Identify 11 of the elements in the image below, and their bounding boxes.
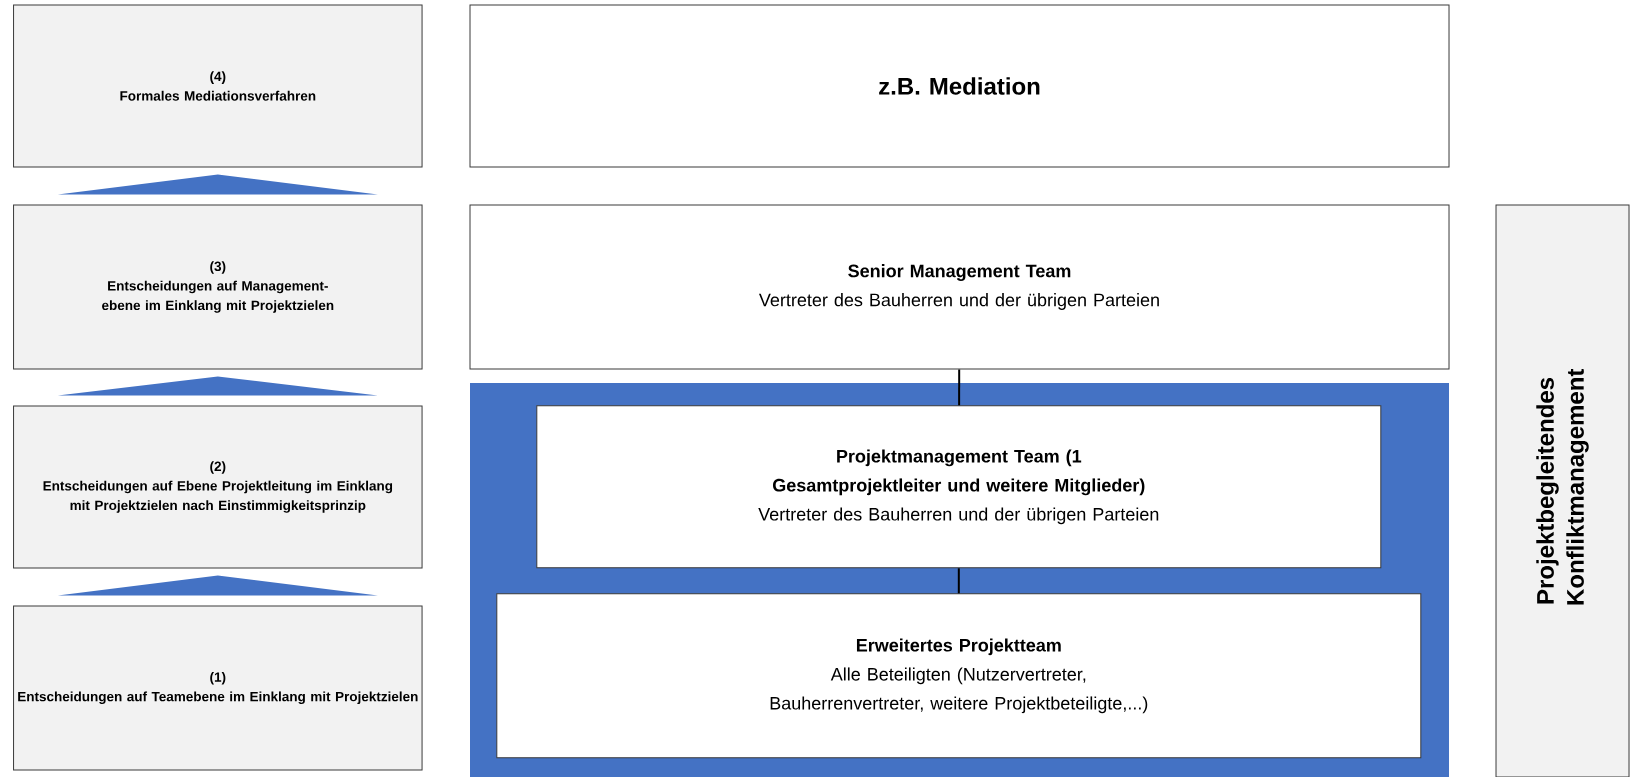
connector-line [957,567,960,595]
process-box: z.B. Mediation [469,4,1450,168]
connector-line [958,368,961,407]
side-box: Projektbegleitendes Konfliktmanagement [1495,204,1630,777]
level-box: (2) Entscheidungen auf Ebene Projektleitung im Einklang mit Projektzielen nach Einstimmigkeitsprinzip [13,405,423,569]
team-box: Projektmanagement Team (1 Gesamtprojektleiter und weitere Mitglieder) Vertreter des Bauherren und der übrigen Parteien [536,405,1382,569]
team-box: Erweitertes Projektteam Alle Beteiligten (Nutzervertreter, Bauherrenvertreter, weitere Projektbeteiligte,...) [496,593,1422,759]
level-box: (4) Formales Mediationsverfahren [13,4,423,168]
team-box: Senior Management Team Vertreter des Bauherren und der übrigen Parteien [469,204,1450,370]
level-box: (3) Entscheidungen auf Management-ebene im Einklang mit Projektzielen [13,204,423,370]
level-box: (1) Entscheidungen auf Teamebene im Einklang mit Projektzielen [13,605,423,771]
